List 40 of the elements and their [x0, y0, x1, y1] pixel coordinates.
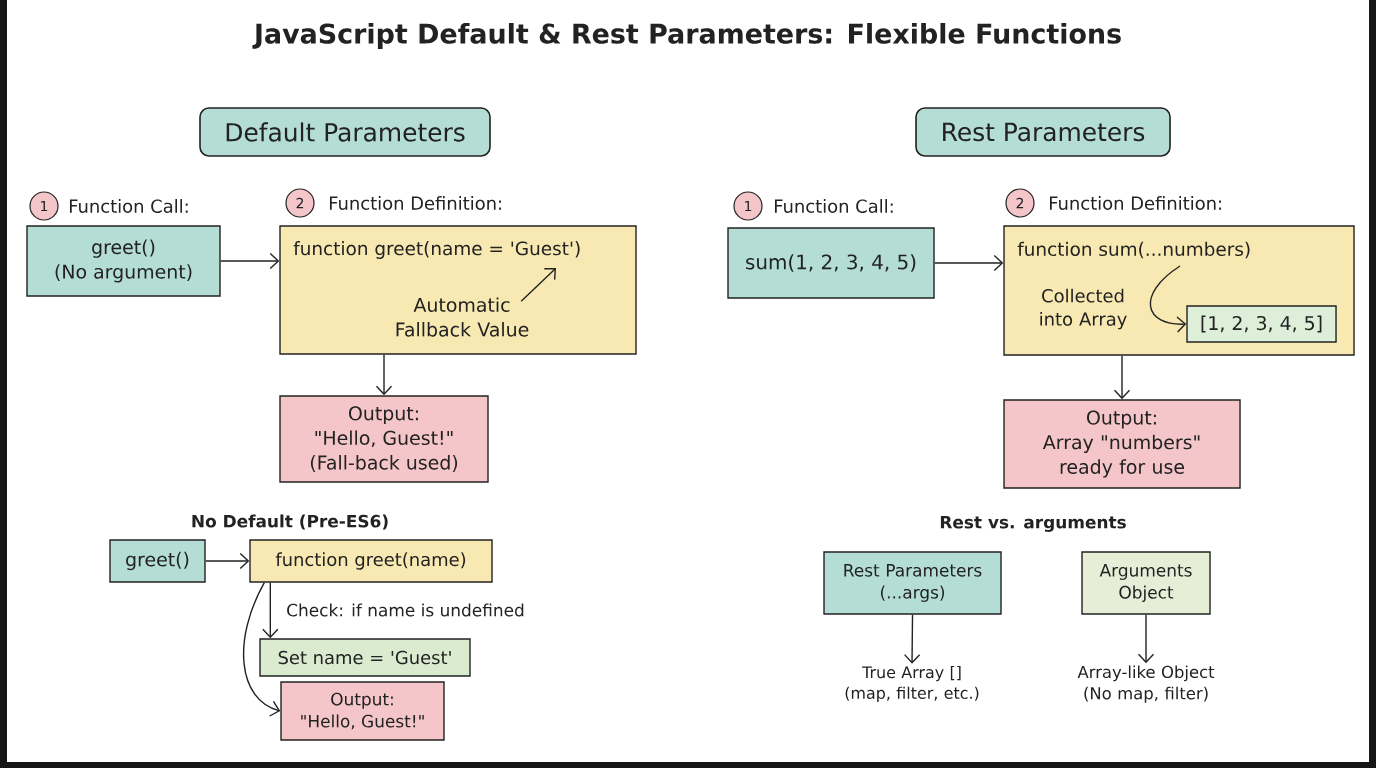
arrow: [262, 582, 279, 639]
annotation-text: Automatic Fallback Value: [396, 297, 529, 337]
number-badge: 1: [29, 191, 59, 221]
heading-banner: Rest Parameters: [915, 107, 1171, 157]
edge-label: Collected into Array: [1031, 286, 1135, 332]
array-box: [1, 2, 3, 4, 5]: [1186, 305, 1337, 343]
section-heading: Rest vs. arguments: [940, 516, 1126, 532]
step-heading: Function Definition:: [1050, 196, 1221, 210]
concept-box: Rest Parameters (...args): [823, 551, 1002, 615]
call-box: sum(1, 2, 3, 4, 5): [727, 227, 935, 299]
output-box: Output: Array "numbers" ready for use: [1003, 399, 1241, 489]
arrow: [903, 614, 921, 664]
assignment-box: Set name = 'Guest': [259, 638, 471, 677]
output-box: Output: "Hello, Guest!": [280, 681, 445, 741]
step-heading: Function Call:: [775, 199, 893, 213]
step-heading: Function Definition:: [329, 196, 501, 210]
section-heading: No Default (Pre-ES6): [192, 514, 388, 530]
concept-box: Arguments Object: [1081, 551, 1211, 615]
leader-arrow: [520, 268, 556, 302]
result-text: Array-like Object (No map, filter): [1077, 665, 1215, 703]
result-text: True Array [] (map, filter, etc.): [845, 665, 979, 703]
arrow: [1137, 614, 1155, 664]
definition-box: function greet(name): [249, 539, 493, 583]
call-box: greet() (No argument): [26, 225, 221, 297]
call-box: greet(): [109, 539, 206, 583]
arrow: [1113, 355, 1131, 400]
number-badge: 1: [733, 191, 763, 221]
arrow: [220, 252, 280, 270]
output-box: Output: "Hello, Guest!" (Fall-back used): [279, 395, 489, 483]
arrow: [205, 552, 250, 570]
title: JavaScript Default & Rest Parameters: Flexible Functions: [252, 23, 1121, 49]
heading-banner: Default Parameters: [199, 107, 491, 157]
arrow: [375, 354, 393, 396]
curved-arrow: [242, 582, 281, 717]
arrow: [934, 254, 1004, 272]
number-badge: 2: [1005, 188, 1035, 218]
curved-arrow: [1149, 265, 1187, 333]
step-heading: Function Call:: [69, 199, 188, 213]
number-badge: 2: [285, 188, 315, 218]
edge-label: Check: if name is undefined: [284, 601, 527, 619]
